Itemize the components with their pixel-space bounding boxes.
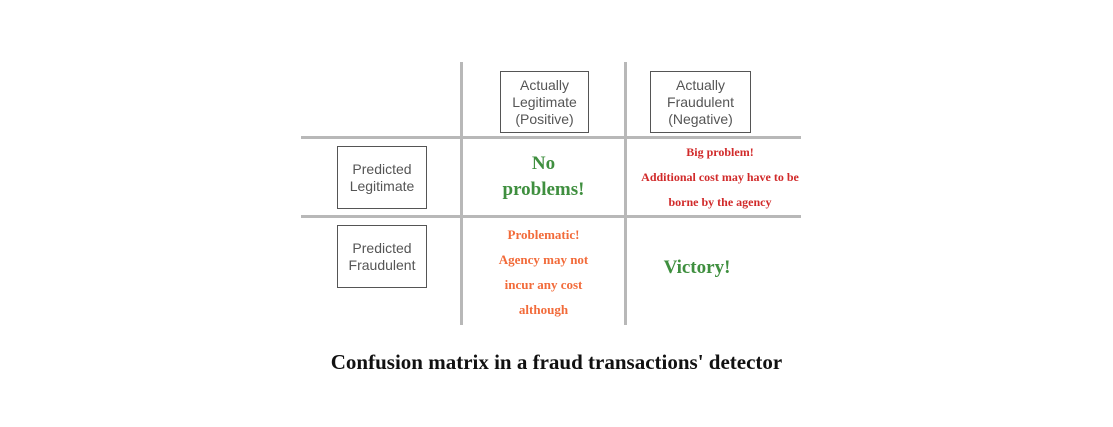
cell-true-negative: Victory! <box>663 257 731 278</box>
grid-line-horizontal <box>301 215 801 218</box>
grid-line-horizontal <box>301 136 801 139</box>
confusion-matrix: Actually Legitimate (Positive) Actually … <box>301 62 801 325</box>
cell-true-positive: No problems! <box>502 153 585 200</box>
figure-caption: Confusion matrix in a fraud transactions… <box>330 350 783 374</box>
cell-false-negative: Problematic! Agency may not incur any co… <box>498 226 589 317</box>
grid-line-vertical <box>624 62 627 325</box>
column-header-actually-fraudulent: Actually Fraudulent (Negative) <box>650 71 751 133</box>
column-header-actually-legitimate: Actually Legitimate (Positive) <box>500 71 589 133</box>
row-header-predicted-fraudulent: Predicted Fraudulent <box>337 225 427 288</box>
grid-line-vertical <box>460 62 463 325</box>
row-header-predicted-legitimate: Predicted Legitimate <box>337 146 427 209</box>
cell-false-positive: Big problem! Additional cost may have to… <box>641 144 799 209</box>
